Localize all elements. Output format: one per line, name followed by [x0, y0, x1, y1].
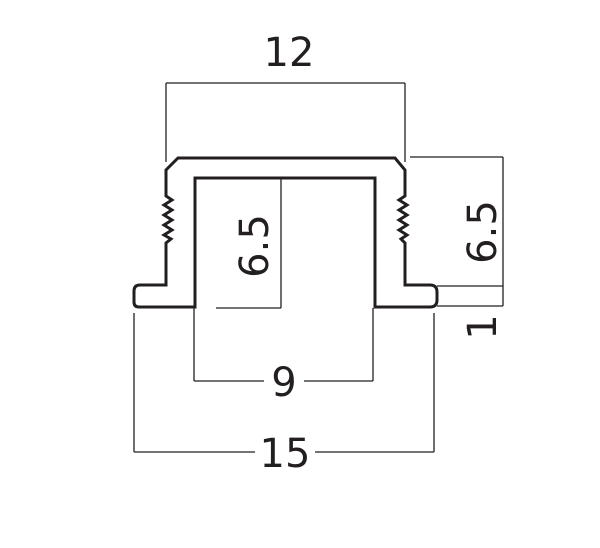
- dimension-label-inner-height: 6.5: [232, 214, 278, 278]
- dimension-lip-thickness: 1: [437, 285, 506, 340]
- dimension-label-inner-width: 9: [271, 360, 296, 406]
- dimension-label-top-width: 12: [264, 30, 315, 76]
- dimension-outer-height: 6.5: [410, 156, 506, 307]
- dimension-inner-height: 6.5: [216, 179, 282, 309]
- dimension-label-bottom-width: 15: [260, 431, 311, 477]
- dimension-inner-width: 9: [193, 308, 374, 406]
- dimension-bottom-width: 15: [133, 313, 435, 477]
- dimension-label-lip-thickness: 1: [460, 314, 506, 339]
- profile-outline: [132, 156, 439, 309]
- dimension-label-outer-height: 6.5: [460, 200, 506, 264]
- dimension-top-width: 12: [165, 30, 406, 162]
